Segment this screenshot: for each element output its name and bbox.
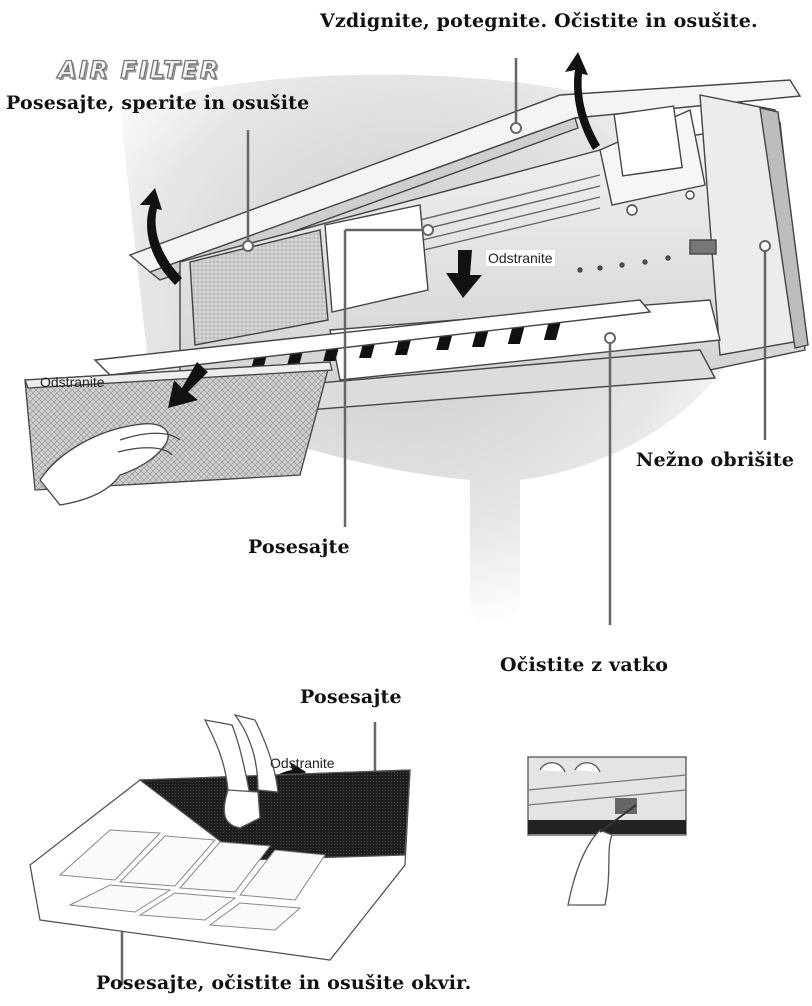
label-remove-left: Odstranite xyxy=(40,374,105,390)
label-remove-top: Odstranite xyxy=(486,250,555,266)
label-vacuum-rinse-dry: Posesajte, sperite in osušite xyxy=(6,92,310,114)
label-remove-lower: Odstranite xyxy=(270,755,335,771)
label-vacuum-main: Posesajte xyxy=(248,536,350,558)
cotton-detail xyxy=(527,756,687,906)
indoor-unit xyxy=(93,79,809,421)
air-filter-logo: AIR FILTER xyxy=(57,55,221,84)
label-lift-pull: Vzdignite, potegnite. Očistite in osušit… xyxy=(320,10,758,32)
label-vacuum-lower: Posesajte xyxy=(300,686,402,708)
label-clean-with-cotton: Očistite z vatko xyxy=(500,654,669,676)
left-filter xyxy=(24,361,333,506)
label-wipe-gently: Nežno obrišite xyxy=(636,449,795,471)
filter-frame xyxy=(29,713,411,961)
label-frame-clean: Posesajte, očistite in osušite okvir. xyxy=(96,972,472,994)
